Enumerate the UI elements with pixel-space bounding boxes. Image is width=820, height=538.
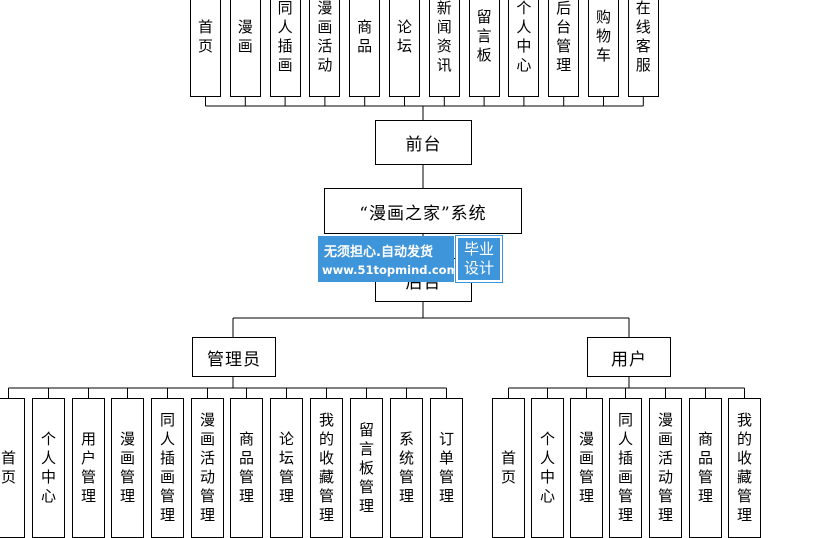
- user-module-label: 同人插画管理: [617, 411, 633, 524]
- user-module-label: 商品管理: [697, 430, 713, 505]
- front-module-label: 漫画活动: [317, 0, 333, 74]
- admin-module-label: 商品管理: [238, 430, 254, 505]
- user-node: 用户: [587, 337, 671, 377]
- admin-module-label: 论坛管理: [278, 430, 294, 505]
- connector-lines: [8, 97, 745, 398]
- user-module-box: 首页: [492, 398, 525, 538]
- watermark-banner: 无须担心.自动发货 www.51topmind.com 毕业设计: [318, 235, 503, 283]
- front-module-label: 漫画: [237, 17, 253, 55]
- front-module-box: 留言板: [468, 0, 500, 97]
- admin-module-label: 留言板管理: [358, 420, 374, 515]
- watermark-url: www.51topmind.com: [322, 263, 459, 277]
- watermark-badge: 毕业设计: [455, 235, 503, 283]
- admin-module-label: 漫画管理: [119, 430, 135, 505]
- front-module-label: 个人中心: [516, 0, 532, 74]
- front-module-box: 购物车: [588, 0, 619, 97]
- front-module-label: 后台管理: [556, 0, 572, 74]
- front-module-box: 漫画活动: [309, 0, 341, 97]
- watermark-slogan: 无须担心.自动发货: [324, 245, 433, 260]
- admin-module-box: 系统管理: [390, 398, 423, 538]
- user-module-label: 漫画管理: [578, 430, 594, 505]
- front-module-box: 在线客服: [627, 0, 659, 97]
- front-module-box: 论坛: [389, 0, 420, 97]
- front-module-label: 在线客服: [635, 0, 651, 74]
- front-module-box: 个人中心: [508, 0, 540, 97]
- admin-module-label: 首页: [0, 449, 16, 486]
- admin-module-label: 漫画活动管理: [199, 411, 215, 524]
- user-module-label: 漫画活动管理: [657, 411, 673, 524]
- user-module-box: 我的收藏管理: [728, 398, 761, 538]
- admin-node: 管理员: [192, 337, 276, 377]
- user-module-label: 首页: [500, 449, 516, 486]
- admin-module-box: 漫画活动管理: [191, 398, 224, 538]
- front-node: 前台: [375, 120, 472, 165]
- watermark-text-panel: 无须担心.自动发货 www.51topmind.com: [318, 236, 459, 282]
- admin-module-label: 我的收藏管理: [318, 411, 334, 524]
- front-module-box: 后台管理: [548, 0, 580, 97]
- front-module-label: 商品: [357, 17, 373, 55]
- user-module-box: 同人插画管理: [609, 398, 642, 538]
- admin-module-box: 个人中心: [32, 398, 65, 538]
- front-module-label: 新闻资讯: [436, 0, 452, 74]
- admin-module-label: 个人中心: [40, 430, 56, 505]
- admin-module-box: 订单管理: [430, 398, 463, 538]
- front-module-box: 同人插画: [269, 0, 301, 97]
- user-module-label: 个人中心: [539, 430, 555, 505]
- user-module-box: 商品管理: [689, 398, 722, 538]
- user-module-label: 我的收藏管理: [736, 411, 752, 524]
- front-module-label: 同人插画: [277, 0, 293, 74]
- admin-module-box: 留言板管理: [350, 398, 383, 538]
- user-module-box: 漫画活动管理: [649, 398, 682, 538]
- front-module-label: 购物车: [595, 8, 611, 64]
- admin-module-box: 首页: [0, 398, 25, 538]
- front-module-box: 商品: [349, 0, 381, 97]
- user-module-box: 个人中心: [531, 398, 564, 538]
- admin-module-label: 同人插画管理: [159, 411, 175, 524]
- front-module-box: 首页: [190, 0, 221, 97]
- admin-module-box: 商品管理: [230, 398, 263, 538]
- front-module-box: 漫画: [229, 0, 261, 97]
- admin-module-box: 我的收藏管理: [310, 398, 343, 538]
- admin-module-box: 用户管理: [72, 398, 105, 538]
- admin-module-box: 论坛管理: [270, 398, 303, 538]
- user-module-box: 漫画管理: [570, 398, 603, 538]
- admin-module-box: 同人插画管理: [151, 398, 184, 538]
- front-module-box: 新闻资讯: [428, 0, 460, 97]
- admin-module-box: 漫画管理: [111, 398, 144, 538]
- admin-module-label: 系统管理: [398, 430, 414, 505]
- system-root-node: “漫画之家”系统: [324, 188, 522, 234]
- admin-module-label: 订单管理: [438, 430, 454, 505]
- front-module-label: 论坛: [396, 17, 412, 55]
- admin-module-label: 用户管理: [80, 430, 96, 505]
- front-module-label: 首页: [197, 17, 213, 55]
- front-module-label: 留言板: [476, 8, 492, 64]
